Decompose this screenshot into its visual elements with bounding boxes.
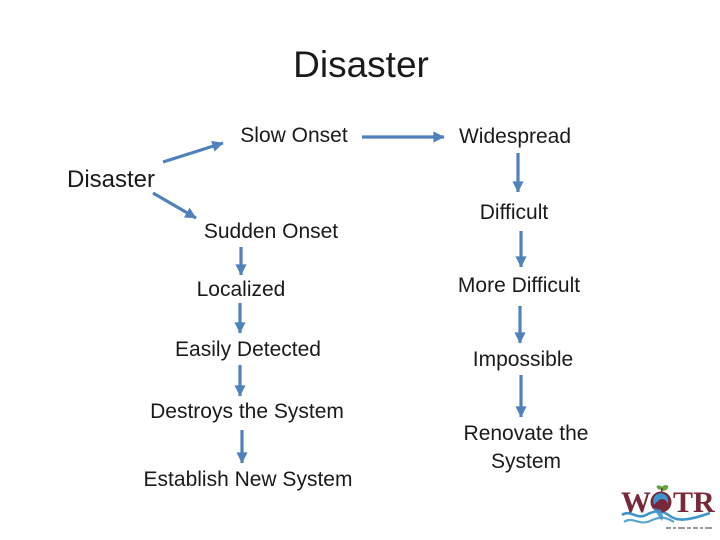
logo-leaf-icon <box>656 485 669 492</box>
logo-swirl-icon <box>653 493 669 505</box>
diagram-node-establish-new-system: Establish New System <box>143 468 353 491</box>
diagram-node-renovate-the-system: Renovate the System <box>463 422 589 473</box>
slide-title: Disaster <box>293 44 429 85</box>
diagram-node-disaster-root: Disaster <box>67 166 156 193</box>
diagram-node-easily-detected: Easily Detected <box>175 338 321 361</box>
diagram-node-destroys-the-system: Destroys the System <box>150 400 344 423</box>
arrow-disaster-to-sudden-onset <box>152 191 197 220</box>
logo-apple-icon <box>650 485 672 521</box>
arrow-disaster-to-slow-onset <box>162 140 224 164</box>
diagram-node-impossible: Impossible <box>472 348 574 371</box>
diagram-node-localized: Localized <box>196 278 286 301</box>
diagram-node-difficult: Difficult <box>479 201 549 224</box>
diagram-node-slow-onset: Slow Onset <box>240 124 348 147</box>
wotr-logo: W TR <box>621 485 715 529</box>
diagram-node-more-difficult: More Difficult <box>457 274 581 297</box>
diagram-node-sudden-onset: Sudden Onset <box>203 220 339 243</box>
diagram-node-widespread: Widespread <box>458 125 572 148</box>
logo-letters-tr: TR <box>673 486 715 519</box>
logo-letter-w: W <box>621 486 651 519</box>
logo-drop-tail <box>653 508 663 521</box>
